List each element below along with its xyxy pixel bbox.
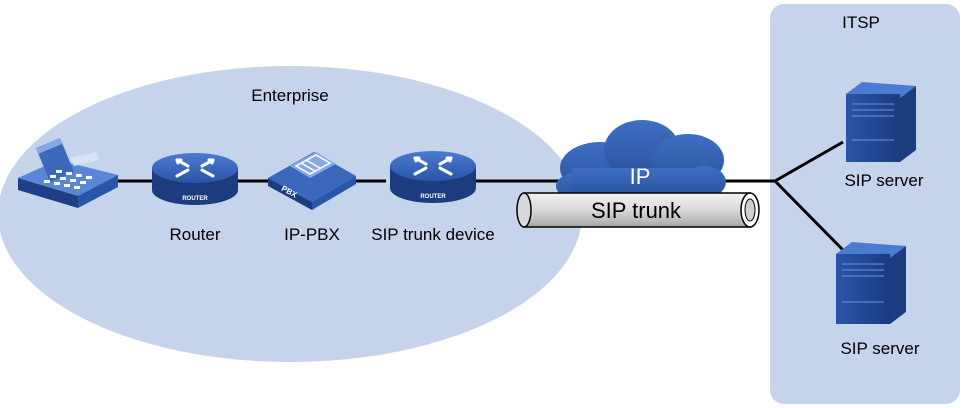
enterprise-zone: Enterprise — [0, 66, 582, 362]
sip-trunk-pipe: SIP trunk — [516, 192, 760, 228]
router-icon: ROUTER — [390, 151, 476, 203]
link-itsp-server1 — [774, 140, 844, 183]
itsp-label: ITSP — [842, 13, 880, 32]
sip-trunk-device-badge: ROUTER — [420, 194, 446, 200]
link-itsp-server2 — [773, 179, 845, 252]
router-label: Router — [169, 225, 220, 244]
cloud-icon — [556, 120, 726, 200]
sip-server-2-label: SIP server — [840, 339, 919, 358]
router-badge: ROUTER — [182, 196, 208, 202]
ippbx-device: PBX IP-PBX — [268, 152, 356, 244]
router-icon: ROUTER — [152, 153, 238, 205]
router-device: ROUTER Router — [152, 153, 238, 244]
sip-trunk-device-label: SIP trunk device — [371, 225, 494, 244]
connection-lines — [118, 140, 845, 252]
phone-icon — [18, 138, 118, 208]
sip-server-1: SIP server — [844, 82, 924, 190]
sip-trunk-device: ROUTER SIP trunk device — [371, 151, 495, 244]
sip-trunk-label: SIP trunk — [591, 198, 682, 223]
ippbx-label: IP-PBX — [284, 225, 340, 244]
enterprise-label: Enterprise — [251, 86, 328, 105]
ip-label: IP — [630, 164, 651, 189]
sip-server-1-label: SIP server — [844, 171, 923, 190]
pbx-icon: PBX — [268, 152, 356, 210]
ip-cloud: IP — [556, 120, 726, 200]
sip-server-2: SIP server — [836, 242, 920, 358]
server-icon — [846, 82, 916, 162]
server-icon — [836, 242, 906, 324]
